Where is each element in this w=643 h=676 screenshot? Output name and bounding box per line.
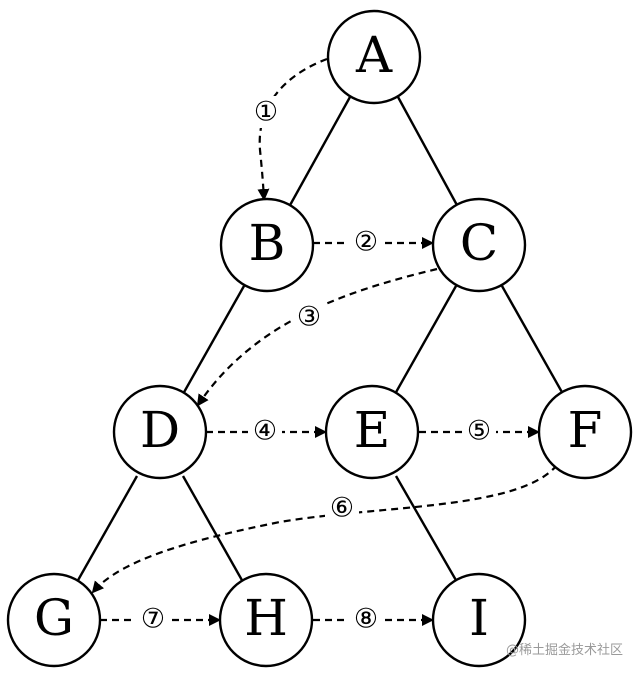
node-a-label: A [355,26,393,84]
step-label-8: ⑧ [354,604,378,635]
edge-d-h [181,475,245,583]
step-label-5: ⑤ [467,416,491,447]
edge-a-b [287,96,352,208]
node-h: H [218,572,314,668]
node-e: E [324,384,420,480]
node-g: G [6,572,102,668]
node-i: I [431,572,527,668]
arrow-f-to-g [91,464,558,594]
node-a: A [326,9,422,105]
step-label-6: ⑥ [330,493,354,524]
node-e-label: E [354,401,391,459]
node-b: B [219,197,315,293]
node-b-label: B [249,214,286,272]
tree-edges [75,96,565,583]
edge-a-c [396,96,460,208]
edge-d-g [75,475,139,583]
step-label-7: ⑦ [141,604,165,635]
edge-e-i [394,475,459,583]
step-labels: ① ② ③ ④ ⑤ ⑥ ⑦ ⑧ [136,96,496,635]
node-i-label: I [469,589,489,647]
node-f: F [537,384,633,480]
step-label-3: ③ [297,302,321,333]
node-h-label: H [244,589,288,647]
node-c: C [431,197,527,293]
step-label-2: ② [354,227,378,258]
edge-b-d [181,285,246,395]
node-c-label: C [460,214,498,272]
step-label-1: ① [254,97,278,128]
edge-c-f [500,285,565,395]
arrow-a-to-b [257,57,328,201]
node-g-label: G [34,589,74,647]
node-d: D [112,384,208,480]
tree-nodes: A B C D E F G H [6,9,633,668]
edge-c-e [393,285,458,395]
step-label-4: ④ [253,416,277,447]
node-f-label: F [568,401,603,459]
watermark-text: @稀土掘金技术社区 [506,642,623,658]
node-d-label: D [140,401,180,459]
